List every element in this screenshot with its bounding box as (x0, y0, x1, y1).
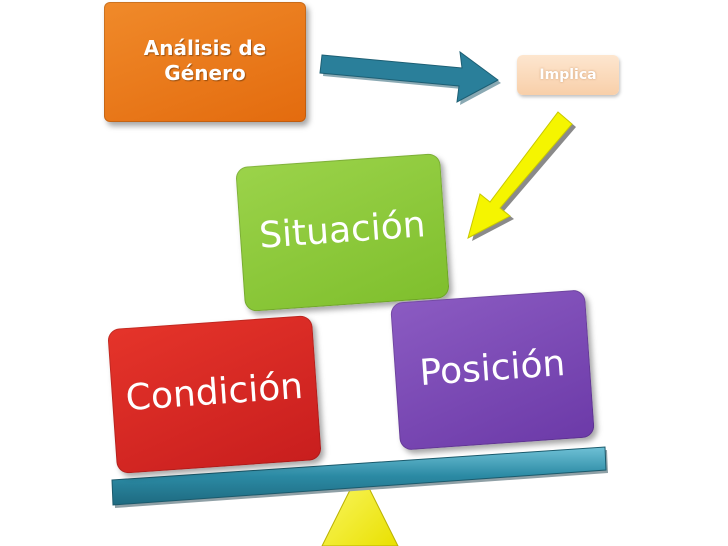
yellow-arrow (467, 111, 576, 241)
teal-arrow (319, 50, 501, 105)
situacion-box: Situación (235, 153, 450, 312)
fulcrum-triangle (321, 468, 399, 546)
balance-beam (111, 446, 608, 508)
implica-box: Implica (517, 55, 619, 95)
implica-label: Implica (539, 67, 597, 83)
posicion-box: Posición (390, 289, 595, 451)
situacion-label: Situación (257, 204, 427, 257)
analisis-genero-line1: Análisis de (143, 36, 267, 60)
posicion-label: Posición (418, 342, 567, 395)
condicion-box: Condición (107, 315, 322, 474)
analisis-genero-box: Análisis de Género (104, 2, 306, 122)
condicion-label: Condición (124, 365, 305, 420)
analisis-genero-line2: Género (164, 61, 246, 85)
